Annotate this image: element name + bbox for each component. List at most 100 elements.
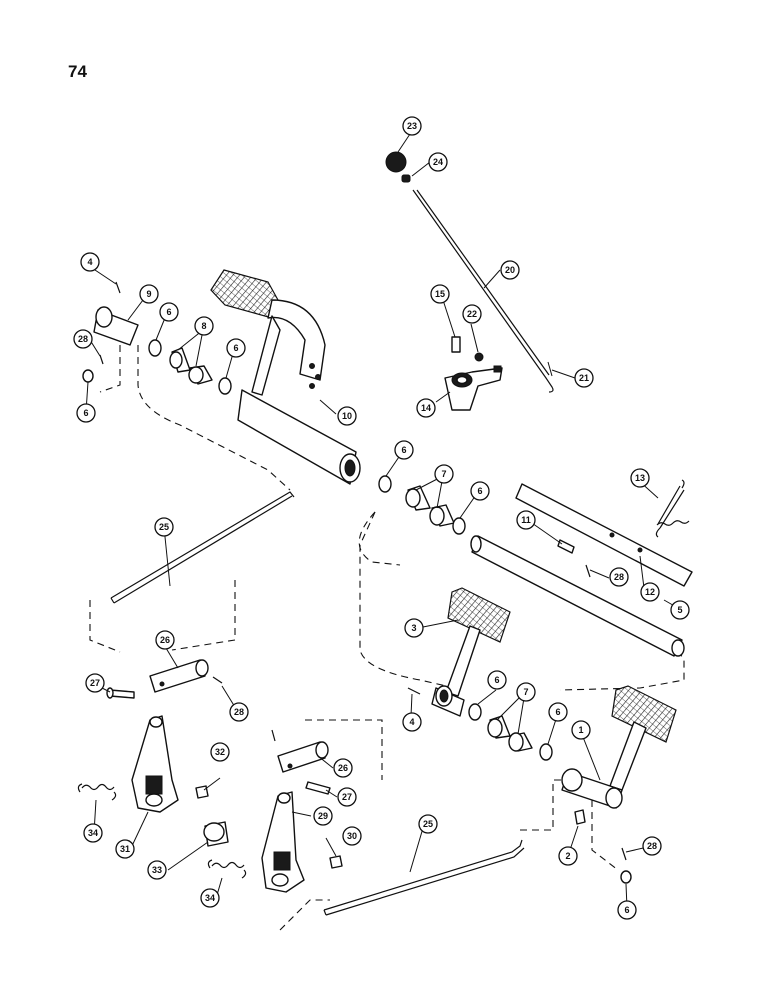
callout-24: 24 <box>428 152 448 172</box>
svg-text:22: 22 <box>467 309 477 319</box>
callout-15: 15 <box>430 284 450 304</box>
rod-knob <box>385 151 407 173</box>
callout-21: 21 <box>574 368 594 388</box>
callout-6: 6 <box>548 702 568 722</box>
callout-29: 29 <box>313 806 333 826</box>
callout-7: 7 <box>434 464 454 484</box>
bushing <box>203 821 229 847</box>
brake-pedal-right <box>561 685 677 809</box>
svg-text:33: 33 <box>152 865 162 875</box>
callout-11: 11 <box>516 510 536 530</box>
svg-text:31: 31 <box>120 844 130 854</box>
svg-text:6: 6 <box>624 905 629 915</box>
callout-27: 27 <box>337 787 357 807</box>
callout-28: 28 <box>609 567 629 587</box>
callout-20: 20 <box>500 260 520 280</box>
cotter-pin <box>621 847 627 861</box>
svg-text:8: 8 <box>201 321 206 331</box>
callout-33: 33 <box>147 860 167 880</box>
washer <box>378 475 392 493</box>
svg-text:25: 25 <box>159 522 169 532</box>
cotter-pin <box>585 564 591 578</box>
callout-6: 6 <box>76 403 96 423</box>
bushing-pair <box>169 347 213 385</box>
return-spring-upper <box>655 479 690 538</box>
svg-text:34: 34 <box>205 893 215 903</box>
svg-text:34: 34 <box>88 828 98 838</box>
callout-30: 30 <box>342 826 362 846</box>
cotter-pin <box>99 354 104 365</box>
svg-text:26: 26 <box>160 635 170 645</box>
callout-34: 34 <box>200 888 220 908</box>
svg-text:7: 7 <box>523 687 528 697</box>
callout-25: 25 <box>418 814 438 834</box>
svg-text:21: 21 <box>579 373 589 383</box>
callout-8: 8 <box>194 316 214 336</box>
grease-fitting <box>574 809 586 825</box>
cotter-pin <box>212 676 223 684</box>
svg-text:24: 24 <box>433 157 443 167</box>
clevis-pin <box>305 781 331 795</box>
cross-shaft <box>470 535 685 657</box>
svg-text:25: 25 <box>423 819 433 829</box>
leader-lines <box>85 133 679 909</box>
roll-pin <box>407 687 421 695</box>
rod-jam-nut <box>401 174 411 183</box>
svg-text:1: 1 <box>578 725 583 735</box>
callout-6: 6 <box>226 338 246 358</box>
callout-4: 4 <box>80 252 100 272</box>
callout-28: 28 <box>73 329 93 349</box>
callout-28: 28 <box>229 702 249 722</box>
page-number: 74 <box>68 62 87 81</box>
svg-text:3: 3 <box>411 623 416 633</box>
svg-text:13: 13 <box>635 473 645 483</box>
callout-27: 27 <box>85 673 105 693</box>
clevis-yoke <box>277 741 329 773</box>
svg-text:9: 9 <box>146 289 151 299</box>
bolt <box>451 336 461 353</box>
svg-text:15: 15 <box>435 289 445 299</box>
callout-34: 34 <box>83 823 103 843</box>
callout-6: 6 <box>487 670 507 690</box>
return-spring <box>207 859 247 879</box>
mounting-bar <box>515 483 693 587</box>
callout-22: 22 <box>462 304 482 324</box>
callout-12: 12 <box>640 582 660 602</box>
callout-1: 1 <box>571 720 591 740</box>
callout-6: 6 <box>394 440 414 460</box>
callout-6: 6 <box>159 302 179 322</box>
assembly-dashed-lines <box>89 345 685 931</box>
callout-14: 14 <box>416 398 436 418</box>
callout-6: 6 <box>470 481 490 501</box>
clevis-yoke <box>149 659 209 693</box>
svg-text:12: 12 <box>645 587 655 597</box>
svg-text:28: 28 <box>78 334 88 344</box>
svg-text:5: 5 <box>677 605 682 615</box>
cotter-pin <box>271 729 276 742</box>
svg-text:29: 29 <box>318 811 328 821</box>
brake-pedal-left <box>210 269 361 485</box>
washer <box>82 369 94 383</box>
brake-lever-left <box>131 715 179 813</box>
svg-text:14: 14 <box>421 403 431 413</box>
callout-5: 5 <box>670 600 690 620</box>
pedal-hub <box>93 306 139 346</box>
svg-text:26: 26 <box>338 763 348 773</box>
svg-text:6: 6 <box>233 343 238 353</box>
control-rod <box>412 189 554 393</box>
callout-26: 26 <box>333 758 353 778</box>
clutch-pedal <box>431 587 511 717</box>
svg-text:28: 28 <box>614 572 624 582</box>
svg-text:6: 6 <box>83 408 88 418</box>
brake-lever-right <box>261 791 305 893</box>
svg-text:28: 28 <box>647 841 657 851</box>
svg-text:20: 20 <box>505 265 515 275</box>
svg-text:27: 27 <box>90 678 100 688</box>
svg-text:10: 10 <box>342 411 352 421</box>
svg-text:6: 6 <box>166 307 171 317</box>
svg-text:11: 11 <box>521 515 531 525</box>
grease-fitting <box>329 855 343 869</box>
svg-text:2: 2 <box>565 851 570 861</box>
svg-text:6: 6 <box>494 675 499 685</box>
